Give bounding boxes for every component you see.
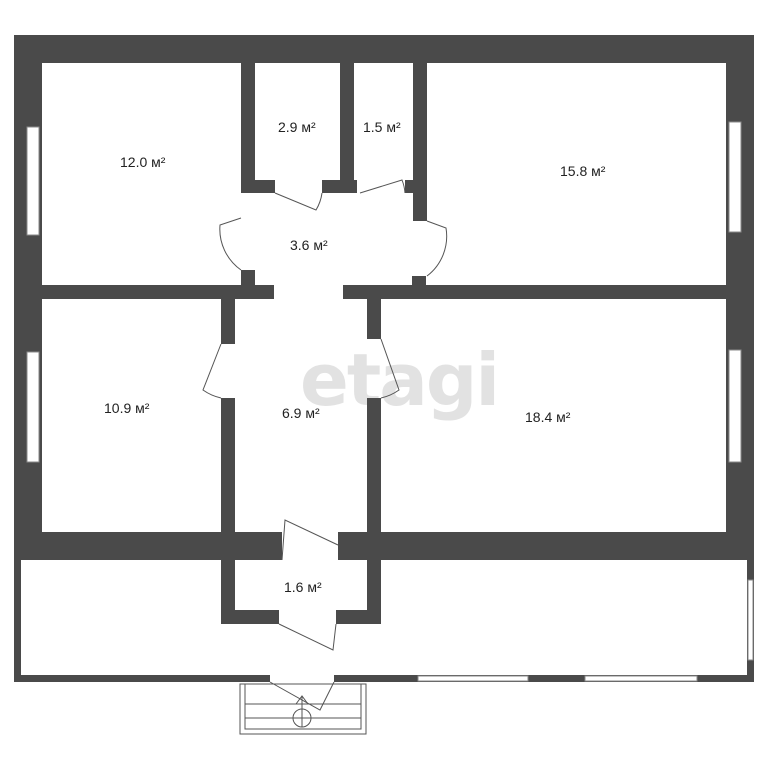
outer-wall-left	[14, 35, 42, 560]
watermark: etagi	[300, 338, 498, 422]
wall-stub-4	[241, 270, 255, 290]
room-label-3-6: 3.6 м²	[290, 237, 328, 253]
wall-stub-5	[412, 276, 426, 288]
wall-mid-right	[343, 285, 726, 299]
door-entrance	[269, 681, 335, 711]
window-left-bottom	[26, 351, 40, 463]
wall-bottom-right	[338, 532, 754, 560]
walls	[14, 35, 754, 624]
room-label-1-5: 1.5 м²	[363, 119, 401, 135]
wall-stub-2	[322, 180, 357, 193]
wall-stub-3	[405, 180, 427, 193]
window-veranda-bottom-1	[417, 675, 529, 682]
veranda-walls	[14, 560, 754, 682]
window-right-bottom	[728, 349, 742, 463]
door-1-6	[278, 623, 337, 651]
room-label-2-9: 2.9 м²	[278, 119, 316, 135]
wall-stub-1	[255, 180, 275, 193]
door-10-9	[202, 343, 222, 399]
wall-mid-left	[42, 285, 274, 299]
vestibule-wall-bottom-left	[221, 610, 279, 624]
window-left-top	[26, 126, 40, 236]
veranda-wall-bottom-right	[334, 675, 754, 682]
window-right-top	[728, 121, 742, 233]
room-label-1-6: 1.6 м²	[284, 579, 322, 595]
wall-v-221-a	[221, 299, 235, 344]
wall-v-340	[340, 63, 354, 193]
room-labels: 12.0 м² 2.9 м² 1.5 м² 15.8 м² 3.6 м² 10.…	[104, 119, 606, 595]
porch-inner	[244, 683, 362, 730]
windows	[26, 121, 754, 682]
veranda-wall-left	[14, 560, 21, 682]
vestibule-wall-bottom-right	[336, 610, 381, 624]
vestibule-wall-right	[367, 560, 381, 624]
entrance-porch	[239, 683, 367, 735]
wall-bottom-left	[14, 532, 282, 560]
veranda-wall-bottom-left	[14, 675, 270, 682]
room-label-18-4: 18.4 м²	[525, 409, 571, 425]
wall-v-241	[241, 63, 255, 193]
wall-v-221-b	[221, 398, 235, 532]
outer-wall-right	[726, 35, 754, 560]
door-2-9	[274, 192, 323, 211]
vestibule-wall-left	[221, 560, 235, 624]
entrance-arrow-head	[295, 695, 309, 705]
door-12	[219, 217, 242, 271]
door-6-9	[281, 519, 339, 561]
room-label-15-8: 15.8 м²	[560, 163, 606, 179]
door-1-5	[359, 179, 406, 194]
wall-v-367-a	[367, 299, 381, 339]
outer-wall-top	[14, 35, 754, 63]
door-15-8	[426, 220, 448, 277]
room-label-10-9: 10.9 м²	[104, 400, 150, 416]
doors	[202, 179, 448, 711]
door-18-4	[380, 338, 400, 399]
wall-v-367-b	[367, 398, 381, 532]
window-veranda-right	[747, 579, 754, 661]
room-label-6-9: 6.9 м²	[282, 405, 320, 421]
wall-v-413	[413, 63, 427, 221]
window-veranda-bottom-2	[584, 675, 698, 682]
room-label-12: 12.0 м²	[120, 154, 166, 170]
